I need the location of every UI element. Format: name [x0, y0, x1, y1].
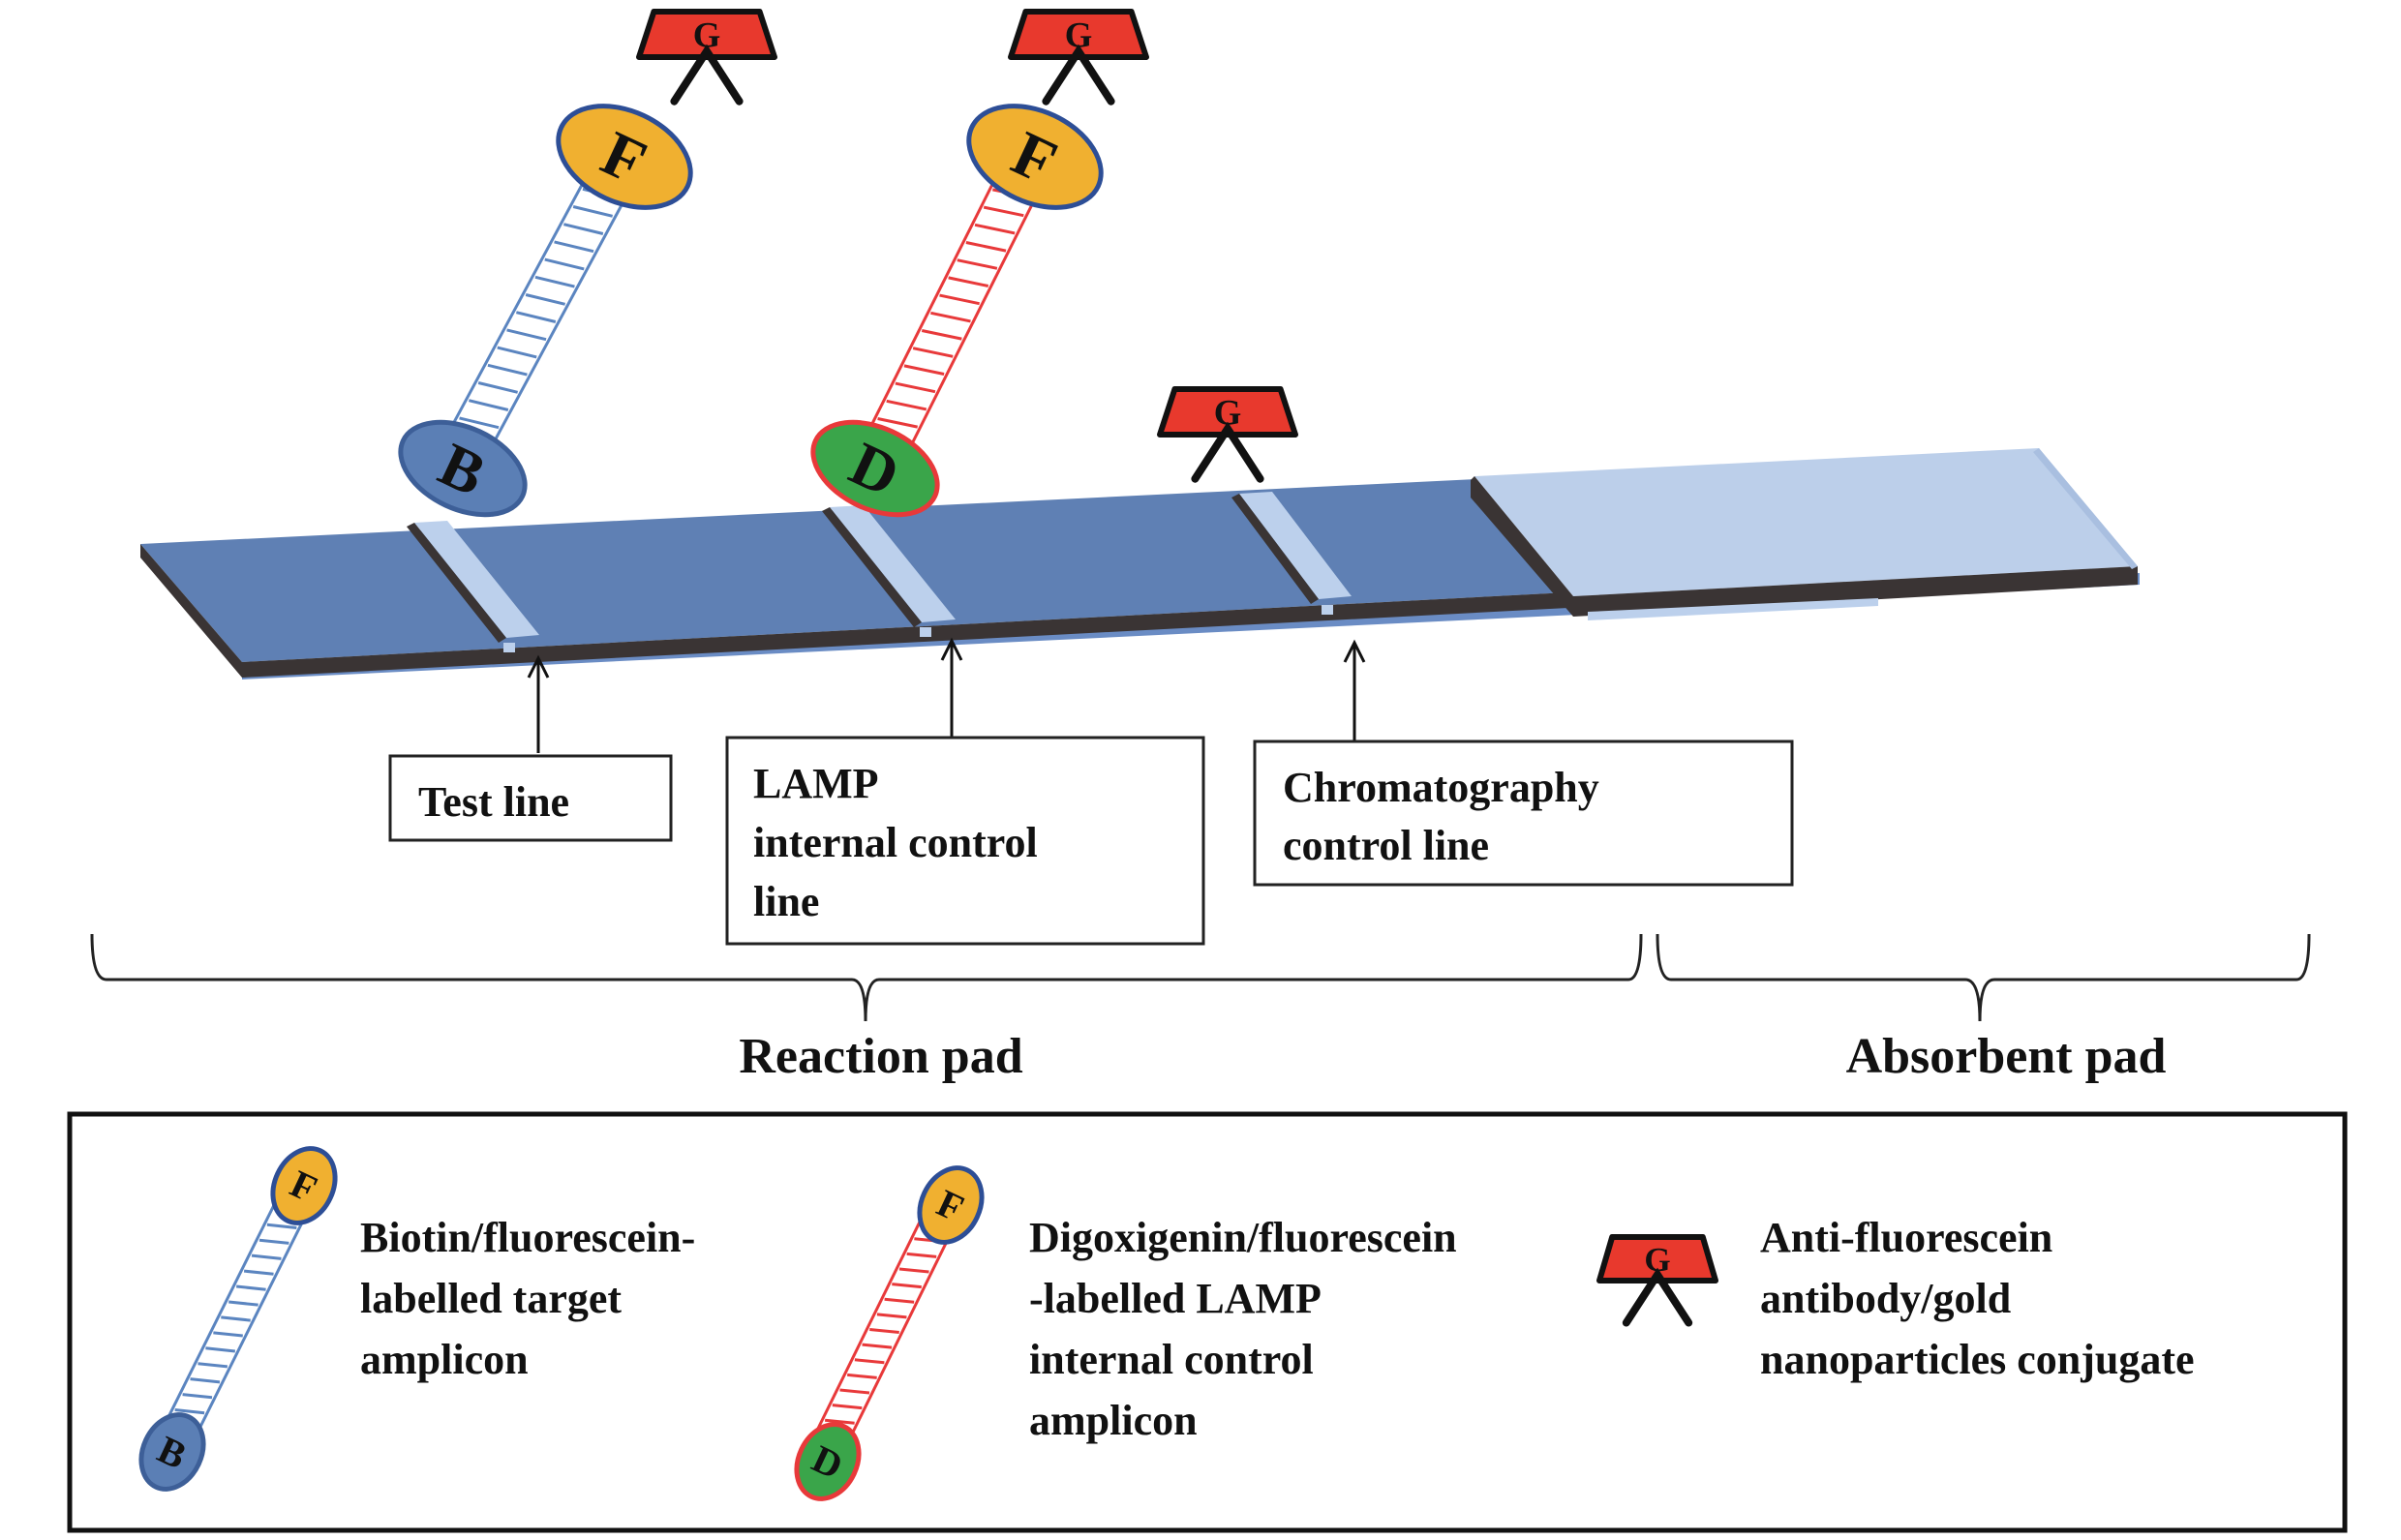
legend-text: labelled target	[360, 1275, 622, 1322]
reaction-pad-label: Reaction pad	[739, 1029, 1022, 1084]
legend-text: antibody/gold	[1760, 1275, 2011, 1322]
gold-conjugate-2: G	[1008, 9, 1149, 106]
legend-box	[67, 1111, 2348, 1533]
legend-text: Anti-fluorescein	[1760, 1214, 2052, 1261]
target-amplicon-ladder	[448, 165, 633, 452]
biotin-marker: B	[398, 419, 528, 518]
legend-text: -labelled LAMP	[1029, 1275, 1322, 1322]
antibody-arms	[670, 44, 744, 106]
legend-text: Biotin/fluorescein-	[360, 1214, 695, 1261]
callout-text: control line	[1283, 822, 1489, 869]
test-strip	[140, 448, 2140, 679]
antibody-arms	[1191, 421, 1264, 483]
test-line-band	[407, 521, 539, 652]
callout-text: LAMP	[753, 760, 879, 807]
legend-gold-conjugate: G	[1596, 1234, 1718, 1327]
chromatography-line-callout: Chromatography control line	[1253, 740, 1794, 887]
callout-text: Test line	[418, 778, 569, 826]
legend-fluorescein-marker: F	[270, 1146, 338, 1225]
legend-text: amplicon	[360, 1336, 529, 1383]
region-braces	[90, 933, 2311, 1022]
legend-biotin-marker: B	[138, 1412, 206, 1492]
control-amplicon-ladder	[867, 166, 1043, 451]
reaction-pad-brace	[90, 933, 1643, 1022]
legend-item-control-amplicon: Digoxigenin/fluorescein -labelled LAMP i…	[1029, 1214, 1457, 1444]
gold-conjugate-bound: G	[1157, 386, 1298, 483]
arrowhead	[940, 637, 963, 661]
legend-text: Digoxigenin/fluorescein	[1029, 1214, 1457, 1261]
lamp-control-band	[822, 505, 956, 637]
absorbent-pad-label: Absorbent pad	[1846, 1029, 2167, 1084]
arrowhead	[527, 654, 550, 679]
absorbent-pad-block	[1471, 448, 2138, 620]
legend-digoxigenin-marker: D	[794, 1422, 862, 1501]
fluorescein-marker: F	[556, 104, 693, 210]
antibody-arms	[1042, 44, 1115, 106]
chromatography-control-band	[1231, 492, 1352, 615]
digoxigenin-marker: D	[810, 419, 940, 518]
callout-text: internal control	[753, 819, 1038, 866]
legend-text: nanoparticles conjugate	[1760, 1336, 2195, 1383]
legend-fluorescein-marker: F	[917, 1165, 985, 1245]
fluorescein-marker: F	[966, 104, 1104, 210]
legend-target-ladder	[158, 1187, 314, 1451]
callout-text: line	[753, 878, 819, 925]
callout-text: Chromatography	[1283, 764, 1599, 811]
antibody-arms	[1622, 1267, 1693, 1327]
legend-item-gold-conjugate: Anti-fluorescein antibody/gold nanoparti…	[1760, 1214, 2195, 1383]
reaction-pad-edge	[140, 544, 242, 678]
reaction-pad-front	[242, 592, 1568, 678]
absorbent-pad-brace	[1656, 933, 2311, 1022]
legend-text: internal control	[1029, 1336, 1314, 1383]
test-line-callout: Test line	[388, 754, 673, 842]
lamp-line-callout: LAMP internal control line	[725, 736, 1205, 946]
callout-arrows	[527, 637, 1366, 753]
gold-conjugate-1: G	[636, 9, 777, 106]
legend-item-target-amplicon: Biotin/fluorescein- labelled target ampl…	[360, 1214, 695, 1383]
arrowhead	[1343, 639, 1366, 663]
legend-text: amplicon	[1029, 1397, 1198, 1444]
